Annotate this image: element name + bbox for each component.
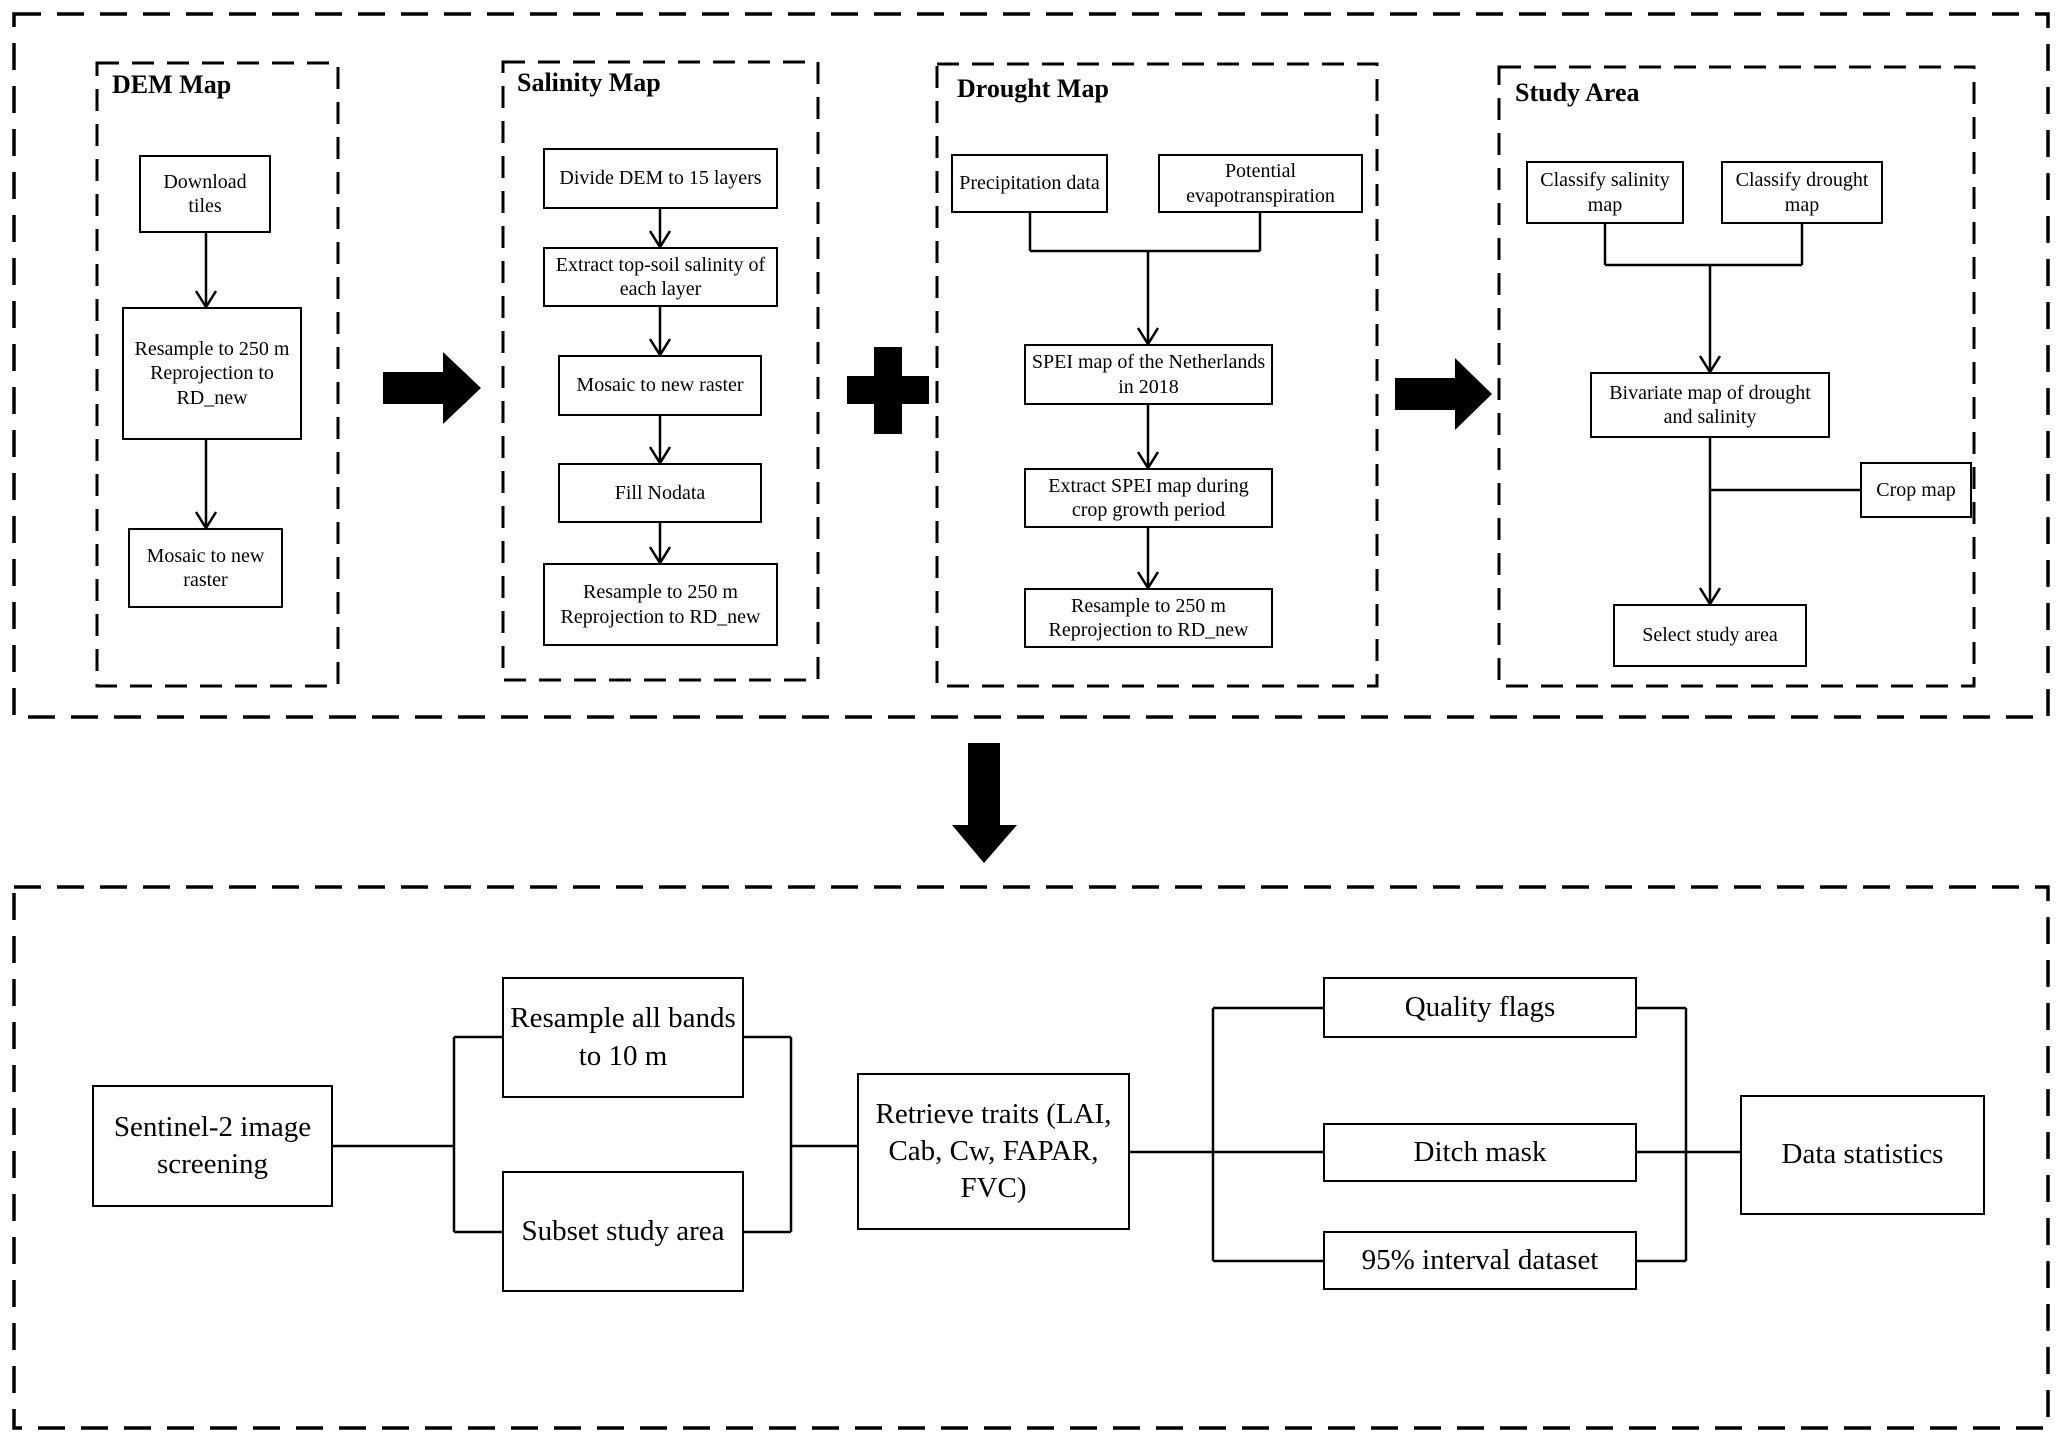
bottom-section-dashed-border [12, 885, 2050, 1430]
box-resample-reproject-dem: Resample to 250 m Reprojection to RD_new [122, 307, 302, 440]
box-mosaic-raster-salinity: Mosaic to new raster [558, 355, 762, 416]
study-flow-arrows [1603, 224, 1860, 607]
box-resample-reproject-drought: Resample to 250 m Reprojection to RD_new [1024, 588, 1273, 648]
box-subset-study-area: Subset study area [502, 1171, 744, 1292]
box-fill-nodata: Fill Nodata [558, 463, 762, 523]
box-extract-topsoil-salinity: Extract top-soil salinity of each layer [543, 247, 778, 307]
box-quality-flags: Quality flags [1323, 977, 1637, 1038]
plus-icon [847, 347, 929, 434]
box-download-tiles: Download tiles [139, 155, 271, 233]
box-spei-map: SPEI map of the Netherlands in 2018 [1024, 344, 1273, 405]
big-right-arrow-icon [1395, 358, 1492, 430]
big-right-arrow-icon [383, 352, 481, 424]
box-ditch-mask: Ditch mask [1323, 1123, 1637, 1182]
box-sentinel2-screening: Sentinel-2 image screening [92, 1085, 333, 1207]
box-extract-spei-crop-period: Extract SPEI map during crop growth peri… [1024, 468, 1273, 528]
study-panel-dashed-border [1497, 65, 1976, 688]
box-resample-bands-10m: Resample all bands to 10 m [502, 977, 744, 1098]
panel-title-drought: Drought Map [957, 74, 1109, 103]
box-data-statistics: Data statistics [1740, 1095, 1985, 1215]
box-95-interval-dataset: 95% interval dataset [1323, 1231, 1637, 1290]
panel-title-dem: DEM Map [112, 70, 232, 99]
drought-panel-dashed-border [935, 62, 1379, 688]
box-classify-drought-map: Classify drought map [1721, 161, 1883, 224]
box-potential-evapotranspiration: Potential evapotranspiration [1158, 154, 1363, 213]
box-bivariate-map: Bivariate map of drought and salinity [1590, 372, 1830, 438]
box-crop-map: Crop map [1860, 462, 1972, 518]
bottom-connector-lines [333, 1006, 1740, 1263]
big-down-arrow-icon [952, 743, 1017, 863]
panel-title-salinity: Salinity Map [517, 68, 661, 97]
salinity-panel-dashed-border [501, 60, 820, 682]
panel-title-study: Study Area [1515, 78, 1640, 107]
box-resample-reproject-salinity: Resample to 250 m Reprojection to RD_new [543, 563, 778, 646]
box-divide-dem-layers: Divide DEM to 15 layers [543, 148, 778, 209]
box-precipitation-data: Precipitation data [951, 154, 1108, 213]
box-select-study-area: Select study area [1613, 604, 1807, 667]
box-retrieve-traits: Retrieve traits (LAI, Cab, Cw, FAPAR, FV… [857, 1073, 1130, 1230]
dem-panel-dashed-border [95, 61, 340, 688]
box-classify-salinity-map: Classify salinity map [1526, 161, 1684, 224]
box-mosaic-raster-dem: Mosaic to new raster [128, 528, 283, 608]
top-section-dashed-border [12, 12, 2050, 719]
